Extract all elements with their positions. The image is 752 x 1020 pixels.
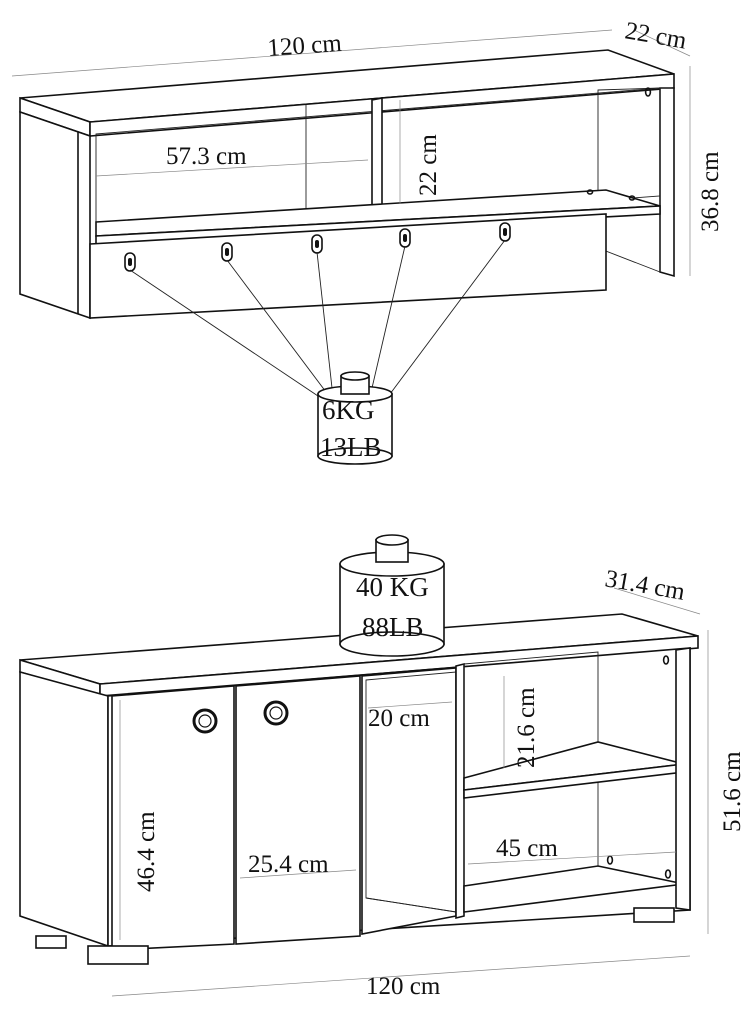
cabinet-shelf-width-guide [467,851,677,865]
wall-shelf-load-lb: 13LB [320,432,382,462]
wall-shelf-divider [371,97,383,216]
cabinet-depth-line [613,587,701,615]
wall-shelf-depth-line [633,29,691,57]
cabinet-shelf-width-label: 45 cm [496,835,558,862]
cabinet-door-width-guide [239,869,357,879]
wall-shelf-width-label: 120 cm [267,30,344,62]
cabinet-height-label: 51.6 cm [719,751,746,832]
door-handle-icon [192,708,218,734]
wall-shelf-peg [586,189,594,195]
wall-shelf-load-kg: 6KG [322,395,375,425]
cabinet-right-panel [675,647,691,911]
wall-shelf-peg [628,195,636,201]
wall-shelf-depth-label: 22 cm [623,17,689,54]
hook-icon [124,252,136,272]
cabinet-depth-label: 31.4 cm [603,565,688,606]
cabinet-feet [35,907,675,965]
cabinet-weight-icon [339,534,445,657]
cabinet-open-section-floor [365,897,457,913]
wall-shelf-drawing: 120 cm 22 cm 36.8 cm 57.3 cm 22 cm 6KG 1… [11,17,724,465]
door-handle-icon [263,700,289,726]
wall-shelf-right-panel [659,87,675,278]
hook-icon [221,242,233,262]
wall-shelf-load-strings [129,239,506,397]
wall-shelf-compartment-width-guide [95,159,369,177]
wall-shelf-middle-edge [95,205,661,245]
cabinet-drawing: 40 KG 88LB 31.4 cm 51.6 cm 120 cm 46.4 c… [19,534,746,1000]
hook-icon [499,222,511,242]
cabinet-left-panel [19,670,109,948]
wall-shelf-weight-icon [317,371,393,465]
cabinet-hole [664,869,672,879]
cabinet-divider [455,662,465,920]
cabinet-top-side-edge [99,635,699,697]
cabinet-door-left [111,685,235,951]
cabinet-open-section-label: 20 cm [368,705,430,732]
cabinet-shelf-height-label: 21.6 cm [513,687,540,768]
cabinet-width-line [111,955,691,997]
cabinet-load-lb: 88LB [362,612,424,642]
wall-shelf-left-panel [19,110,91,320]
wall-shelf-hanger-hole [644,87,652,97]
cabinet-open-width-guide [367,701,453,709]
wall-shelf-bottom-rail [89,213,607,319]
wall-shelf-right-inner [597,87,661,273]
cabinet-hole [662,655,670,665]
wall-shelf-compartment-width-label: 57.3 cm [166,143,247,170]
wall-shelf-height-label: 36.8 cm [697,151,724,232]
cabinet-door-height-label: 46.4 cm [133,811,160,892]
cabinet-door-right [235,675,361,945]
wall-shelf-compartment-height-label: 22 cm [415,134,442,196]
cabinet-load-kg: 40 KG [356,572,429,602]
wall-shelf-width-line [11,29,613,77]
cabinet-door-width-label: 25.4 cm [248,851,329,878]
cabinet-width-label: 120 cm [366,973,441,1000]
